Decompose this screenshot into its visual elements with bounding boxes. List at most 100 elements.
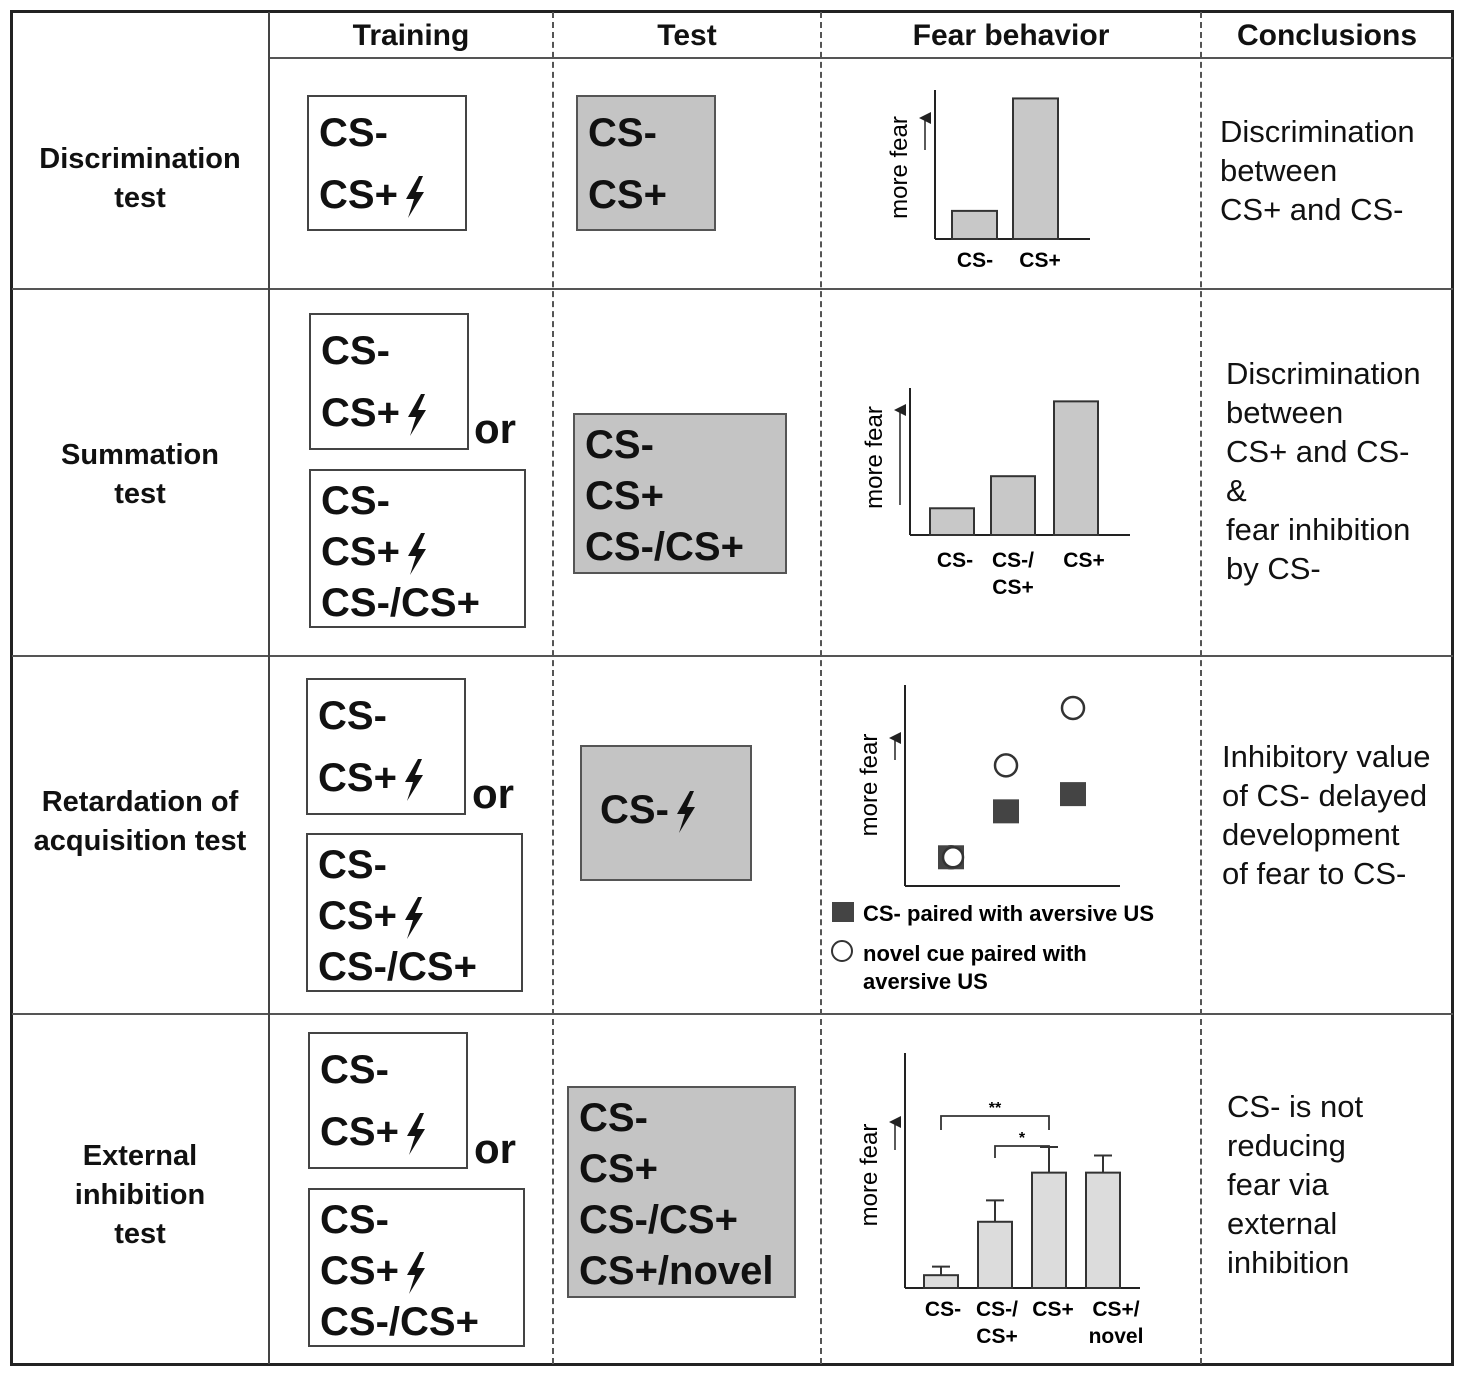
test-box: CS- CS+ CS-/CS+	[573, 413, 787, 574]
training-line: CS-/CS+	[320, 1300, 479, 1344]
training-line-shock: CS+	[321, 382, 467, 444]
header-training: Training	[352, 19, 470, 52]
or-label: or	[474, 1125, 516, 1172]
row-divider-3	[12, 1013, 1453, 1015]
conclusion-line: by CS-	[1226, 551, 1321, 586]
training-line: CS-	[319, 111, 388, 155]
row-divider-2	[12, 655, 1453, 657]
test-line: CS+	[588, 173, 667, 217]
test-line: CS+/novel	[579, 1249, 774, 1293]
conclusion-line: &	[1226, 473, 1247, 508]
training-box: CS- CS+	[306, 678, 466, 815]
training-box: CS- CS+	[309, 313, 469, 450]
or-label: or	[472, 770, 514, 817]
lightning-bolt-icon	[676, 791, 695, 834]
lightning-bolt-icon	[404, 897, 423, 940]
training-line-shock: CS+	[320, 1101, 466, 1163]
test-line: CS-/CS+	[585, 525, 744, 569]
lightning-bolt-icon	[406, 1252, 425, 1295]
row-divider-1	[12, 288, 1453, 290]
header-fear-behavior: Fear behavior	[912, 19, 1110, 52]
test-box: CS- CS+	[576, 95, 716, 231]
training-line-label: CS+	[318, 756, 397, 800]
training-line-shock: CS+	[318, 747, 464, 809]
conclusion-external-inhibition: CS- is not reducing fear via external in…	[1227, 1087, 1363, 1282]
row-label-line: Discrimination	[39, 143, 241, 175]
training-line-label: CS+	[319, 173, 398, 217]
row-label-discrimination: Discrimination test	[12, 140, 268, 218]
training-box: CS- CS+ CS-/CS+	[309, 469, 526, 628]
lightning-bolt-icon	[407, 394, 426, 437]
header-divider	[270, 57, 1453, 59]
conclusion-line: between	[1226, 395, 1344, 430]
training-line: CS-	[318, 843, 387, 887]
training-line-label: CS+	[320, 1249, 399, 1293]
row-label-summation: Summation test	[12, 436, 268, 514]
training-line-shock: CS+	[319, 164, 465, 226]
or-label: or	[474, 405, 516, 452]
training-line-label: CS+	[320, 1110, 399, 1154]
row-label-line: test	[114, 182, 166, 214]
label-column-divider	[268, 12, 270, 1364]
test-line: CS+	[579, 1147, 658, 1191]
table-frame	[10, 10, 1454, 1366]
training-line-shock: CS+	[318, 891, 521, 942]
column-divider-conclusions	[1200, 12, 1202, 1364]
test-line: CS-/CS+	[579, 1198, 738, 1242]
row-label-line: inhibition	[74, 1179, 206, 1211]
row-label-external-inhibition: External inhibition test	[12, 1137, 268, 1254]
training-line: CS-	[320, 1048, 389, 1092]
training-box: CS- CS+ CS-/CS+	[308, 1188, 525, 1347]
conclusion-line: of fear to CS-	[1222, 856, 1407, 891]
test-line-label: CS-	[600, 788, 669, 832]
row-label-retardation: Retardation of acquisition test	[12, 783, 268, 861]
conclusion-summation: Discrimination between CS+ and CS- & fea…	[1226, 354, 1421, 588]
lightning-bolt-icon	[407, 533, 426, 576]
training-line: CS-	[321, 329, 390, 373]
training-line: CS-	[321, 479, 390, 523]
column-divider-fear	[820, 12, 822, 1364]
conclusion-line: between	[1220, 153, 1338, 188]
test-line: CS-	[585, 423, 654, 467]
training-line-shock: CS+	[320, 1246, 523, 1297]
conclusion-line: CS+ and CS-	[1220, 192, 1404, 227]
conclusion-line: CS- is not	[1227, 1089, 1364, 1124]
training-line-shock: CS+	[321, 527, 524, 578]
training-line: CS-/CS+	[318, 945, 477, 989]
training-line: CS-/CS+	[321, 581, 480, 625]
row-label-line: test	[114, 478, 166, 510]
training-box: CS- CS+	[307, 95, 467, 231]
test-line: CS-	[588, 111, 657, 155]
lightning-bolt-icon	[404, 759, 423, 802]
lightning-bolt-icon	[406, 1113, 425, 1156]
row-label-line: Retardation of	[41, 786, 239, 818]
test-line: CS+	[585, 474, 664, 518]
conclusion-line: reducing	[1227, 1128, 1346, 1163]
conclusion-discrimination: Discrimination between CS+ and CS-	[1220, 112, 1415, 229]
test-line: CS-	[579, 1096, 648, 1140]
conclusion-line: of CS- delayed	[1222, 778, 1428, 813]
conclusion-line: external	[1227, 1206, 1338, 1241]
row-label-line: External	[82, 1140, 198, 1172]
row-label-line: acquisition test	[33, 825, 247, 857]
test-line-shock: CS-	[600, 747, 750, 873]
header-conclusions: Conclusions	[1236, 19, 1417, 52]
lightning-bolt-icon	[405, 176, 424, 219]
conclusion-line: inhibition	[1227, 1245, 1350, 1280]
row-label-line: test	[114, 1218, 166, 1250]
training-box: CS- CS+	[308, 1032, 468, 1169]
test-box: CS- CS+ CS-/CS+ CS+/novel	[567, 1086, 796, 1298]
test-box: CS-	[580, 745, 752, 881]
conclusion-line: Inhibitory value	[1222, 739, 1431, 774]
conclusion-line: Discrimination	[1226, 356, 1421, 391]
conclusion-line: Discrimination	[1220, 114, 1415, 149]
conclusion-line: development	[1222, 817, 1400, 852]
column-divider-test	[552, 12, 554, 1364]
conclusion-line: CS+ and CS-	[1226, 434, 1410, 469]
training-line: CS-	[318, 694, 387, 738]
training-line-label: CS+	[321, 391, 400, 435]
training-line: CS-	[320, 1198, 389, 1242]
header-test: Test	[657, 19, 717, 52]
conclusion-line: fear inhibition	[1226, 512, 1411, 547]
training-line-label: CS+	[321, 530, 400, 574]
